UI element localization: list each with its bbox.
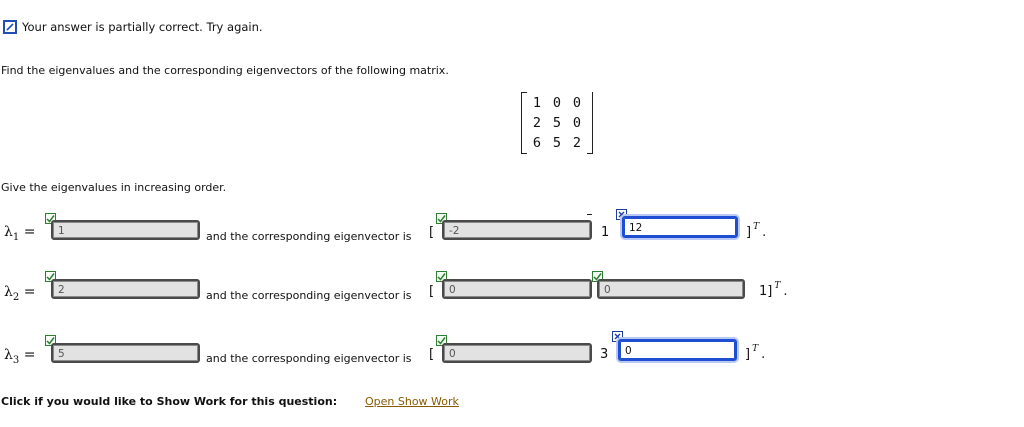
eigenvector-1-component-1[interactable] [442, 220, 592, 240]
matrix-cell: 6 [532, 135, 542, 151]
correct-check-icon [45, 213, 56, 224]
close-bracket: ]T. [745, 344, 766, 362]
eigenvalue-instruction: Give the eigenvalues in increasing order… [1, 181, 227, 194]
open-bracket: [ [429, 284, 435, 299]
show-work-label: Click if you would like to Show Work for… [1, 395, 338, 408]
lambda-3-label: λ3 = [4, 347, 36, 366]
lambda-2-label: λ2 = [4, 284, 36, 303]
close-bracket: 1]T. [759, 281, 788, 299]
correct-check-icon [436, 271, 447, 282]
eigenvector-3-component-3[interactable] [618, 339, 737, 361]
correct-check-icon [436, 335, 447, 346]
matrix-cell: 1 [532, 95, 542, 111]
open-bracket: [ [429, 347, 435, 362]
eigenvalue-3-input[interactable] [51, 343, 200, 363]
eigenvector-label: and the corresponding eigenvector is [206, 230, 412, 243]
matrix: 1 0 0 2 5 0 6 5 2 [521, 92, 593, 215]
close-bracket: ]T. [746, 222, 767, 240]
question-prompt: Find the eigenvalues and the correspondi… [1, 64, 449, 77]
fixed-component: 3 [600, 347, 609, 362]
incorrect-x-icon [612, 331, 623, 342]
matrix-cell: 5 [552, 115, 562, 131]
correct-check-icon [45, 335, 56, 346]
eigenvector-1-component-3[interactable] [622, 216, 738, 238]
status-text: Your answer is partially correct. Try ag… [22, 20, 263, 34]
status-message: Your answer is partially correct. Try ag… [3, 17, 263, 37]
correct-check-icon [436, 213, 447, 224]
eigenvector-label: and the corresponding eigenvector is [206, 289, 412, 302]
pencil-edit-icon [3, 20, 17, 34]
matrix-cell: 0 [552, 95, 562, 111]
eigenvalue-1-input[interactable] [51, 220, 200, 240]
matrix-cell: 2 [572, 135, 582, 151]
open-show-work-link[interactable]: Open Show Work [365, 395, 459, 408]
eigenvector-2-component-1[interactable] [442, 279, 592, 299]
eigenvector-2-component-2[interactable] [597, 279, 745, 299]
lambda-1-label: λ1 = [4, 224, 36, 243]
eigenvector-3-component-1[interactable] [442, 343, 592, 363]
fixed-component: 1 [601, 225, 610, 240]
matrix-cell: 0 [572, 115, 582, 131]
matrix-cell: 5 [552, 135, 562, 151]
eigenvalue-2-input[interactable] [51, 279, 200, 299]
open-bracket: [ [429, 225, 435, 240]
matrix-cell: 2 [532, 115, 542, 131]
eigenvector-label: and the corresponding eigenvector is [206, 352, 412, 365]
correct-check-icon [45, 271, 56, 282]
matrix-cell: 0 [572, 95, 582, 111]
